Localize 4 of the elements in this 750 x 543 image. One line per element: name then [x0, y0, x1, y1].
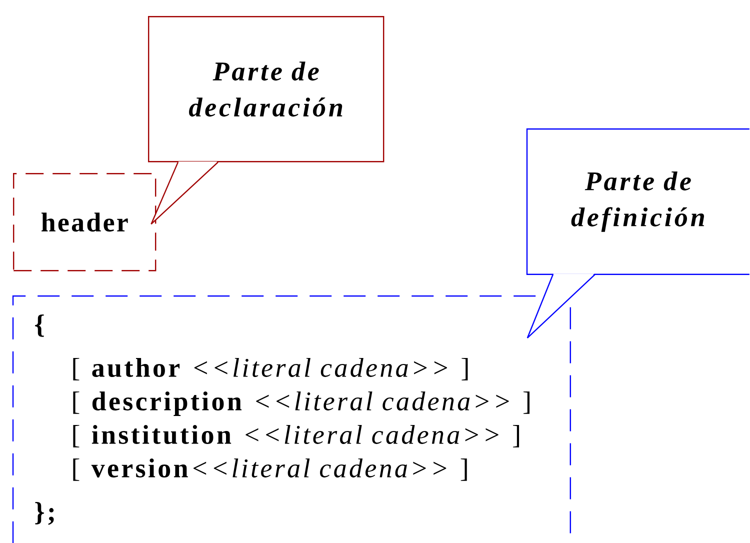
dashed-box: header [13, 173, 156, 272]
dashed-frame: { [ author <<literal cadena>> ] [ description <<literal cadena>> ] [ institution <<literal cadena>> ] [ version <<literal cadena>> ] }; [12, 295, 571, 543]
speech-bubble: Parte de definición [526, 128, 750, 275]
speech-bubble: Parte de declaración [148, 16, 384, 162]
